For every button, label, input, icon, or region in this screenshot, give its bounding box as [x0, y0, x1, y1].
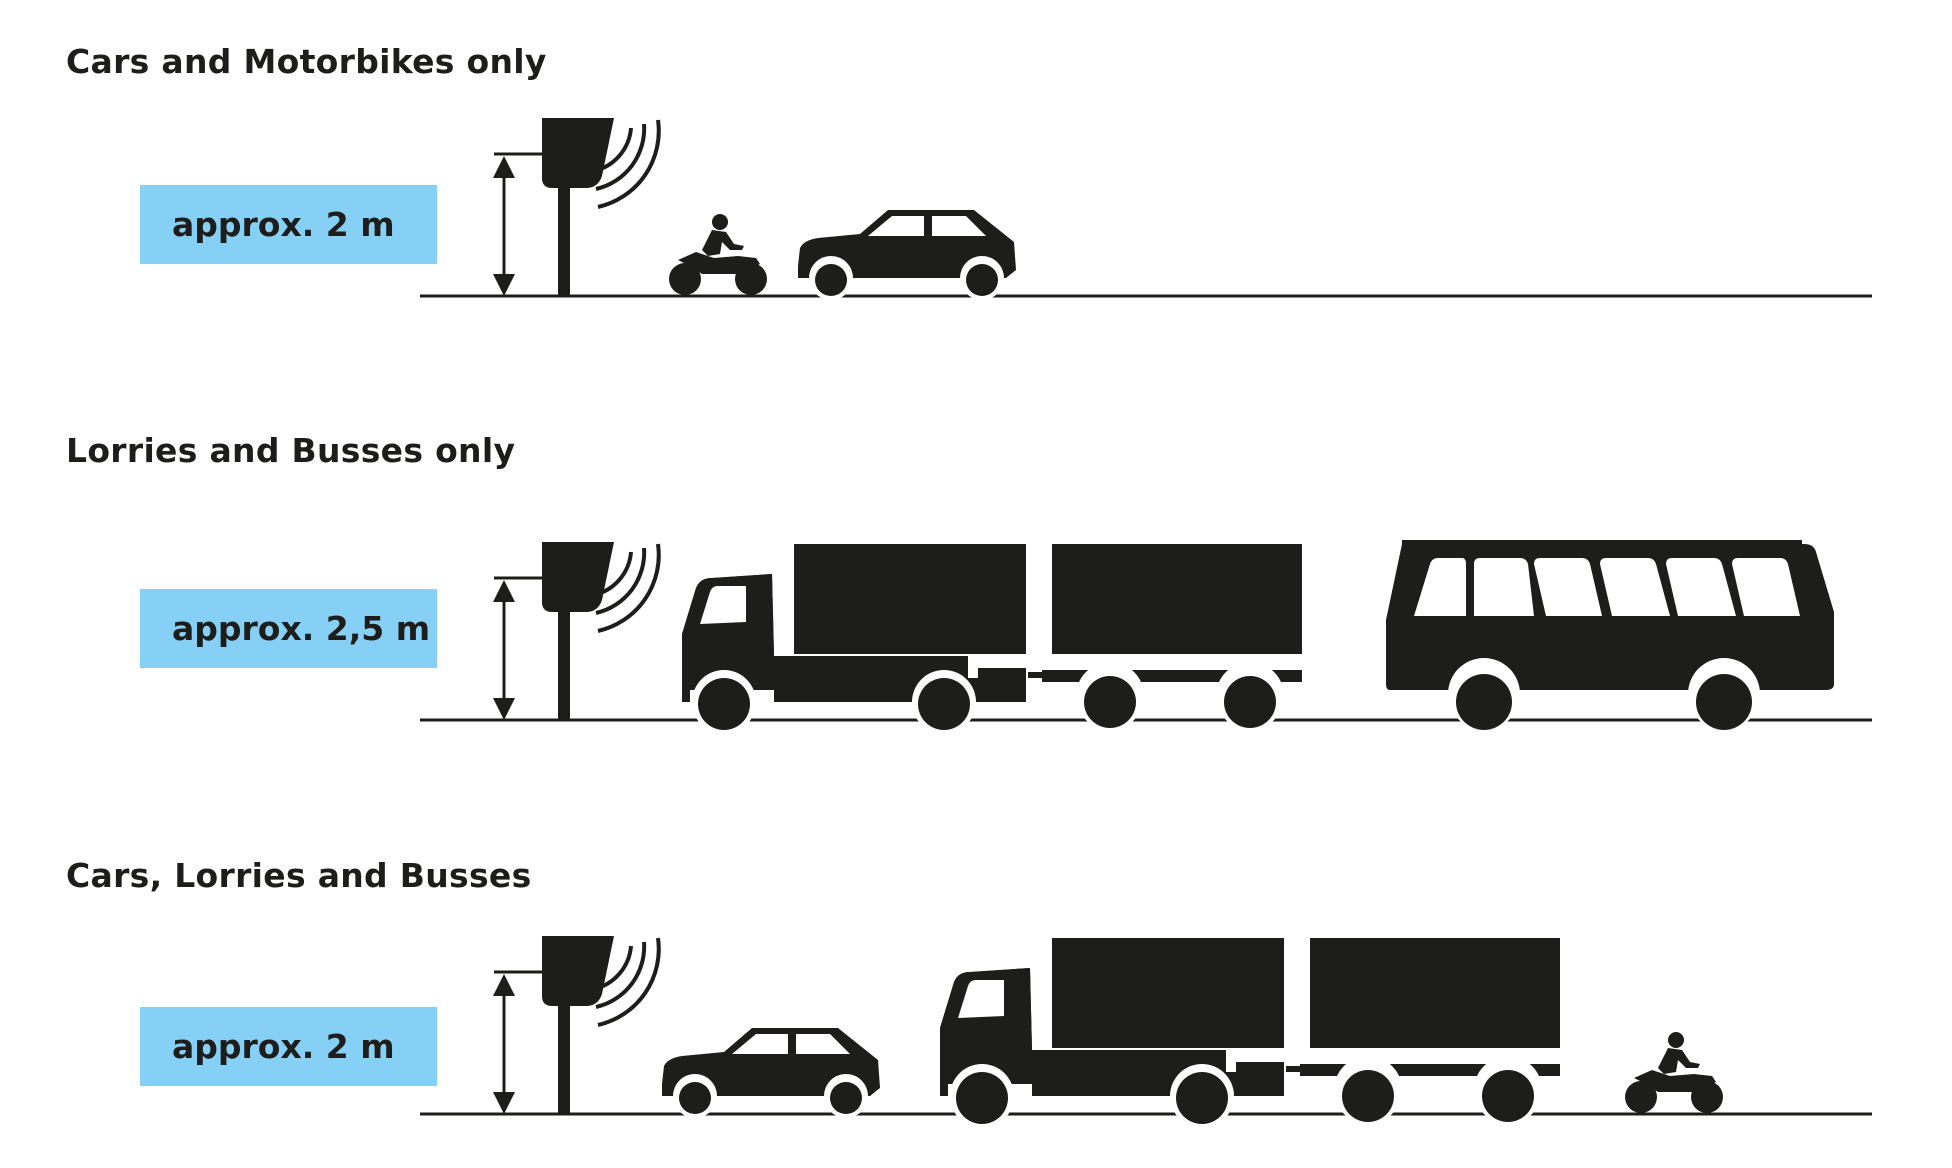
section-1-scene: [420, 116, 1872, 300]
motorbike-icon: [669, 214, 767, 295]
bus-icon: [1386, 540, 1834, 730]
section-3-height-badge: approx. 2 m: [140, 1007, 437, 1086]
speed-camera-icon: [491, 934, 661, 1116]
speed-camera-icon: [491, 540, 661, 722]
lorry-trailer-icon: [682, 544, 1302, 734]
section-1-title: Cars and Motorbikes only: [66, 42, 547, 81]
section-2-height-badge: approx. 2,5 m: [140, 589, 437, 668]
car-icon: [798, 210, 1016, 300]
lorry-trailer-icon: [940, 938, 1560, 1128]
motorbike-icon: [1625, 1032, 1723, 1113]
section-2-title: Lorries and Busses only: [66, 431, 516, 470]
section-3-title: Cars, Lorries and Busses: [66, 856, 532, 895]
car-icon: [662, 1028, 880, 1118]
section-1-height-label: approx. 2 m: [172, 205, 395, 244]
section-2-scene: [420, 540, 1872, 734]
section-2-height-label: approx. 2,5 m: [172, 609, 431, 648]
section-1-height-badge: approx. 2 m: [140, 185, 437, 264]
speed-camera-icon: [491, 116, 661, 298]
section-3-height-label: approx. 2 m: [172, 1027, 395, 1066]
section-3-scene: [420, 934, 1872, 1128]
